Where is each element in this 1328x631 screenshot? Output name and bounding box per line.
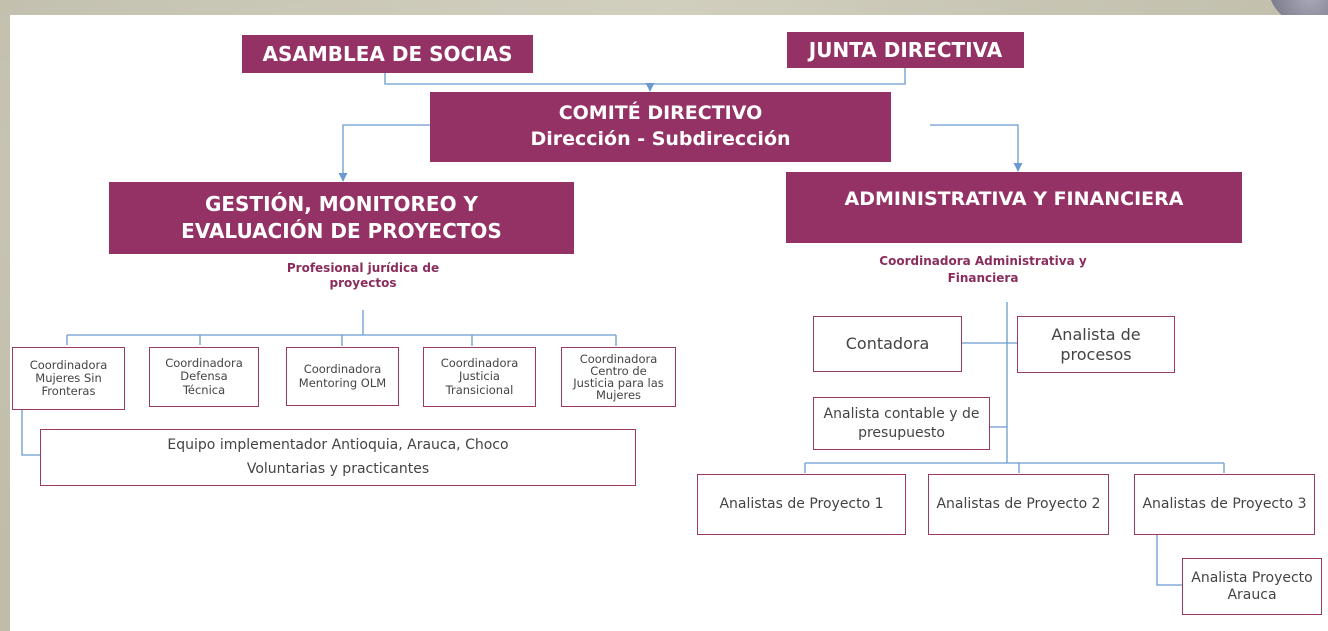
- proyecto-label: Analistas de Proyecto 2: [936, 496, 1101, 513]
- analistas-proyecto-1-box: Analistas de Proyecto 1: [697, 474, 906, 535]
- connector-team: [21, 409, 40, 456]
- profesional-line1: Profesional jurídica de: [286, 261, 440, 275]
- connector-junta: [645, 68, 906, 92]
- coordinadora-administrativa-label: Coordinadora Administrativa y Financiera: [878, 253, 1088, 287]
- coordinadora-mentoring-olm: Coordinadora Mentoring OLM: [286, 347, 399, 406]
- asamblea-de-socias-box: ASAMBLEA DE SOCIAS: [242, 35, 533, 73]
- asamblea-label: ASAMBLEA DE SOCIAS: [262, 42, 513, 66]
- gestion-title-line1: GESTIÓN, MONITOREO Y: [204, 192, 479, 216]
- connector-left-drops: [66, 335, 617, 346]
- coordinator-line: Justicia: [459, 369, 500, 384]
- administrativa-financiera-box: ADMINISTRATIVA Y FINANCIERA: [786, 172, 1242, 243]
- comite-directivo-box: COMITÉ DIRECTIVO Dirección - Subdirecció…: [430, 92, 891, 162]
- coordinadora-justicia-transicional: Coordinadora Justicia Transicional: [423, 347, 536, 407]
- connector-asamblea: [384, 73, 650, 85]
- comite-title: COMITÉ DIRECTIVO: [558, 102, 763, 125]
- coordinator-line: Mujeres Sin: [35, 370, 102, 385]
- coordinator-line: Centro de: [590, 363, 647, 378]
- analistas-proyecto-3-box: Analistas de Proyecto 3: [1134, 474, 1315, 535]
- coordinator-line: Justicia para las: [573, 376, 664, 390]
- coordinadora-defensa-tecnica: Coordinadora Defensa Técnica: [149, 347, 259, 407]
- connector-left-branch: [338, 124, 430, 182]
- coordinator-line: Fronteras: [41, 384, 96, 399]
- coordinator-line: Coordinadora: [29, 357, 108, 372]
- gestion-monitoreo-box: GESTIÓN, MONITOREO Y EVALUACIÓN DE PROYE…: [109, 182, 574, 254]
- connector-lines: [21, 68, 1225, 586]
- org-chart-canvas: ASAMBLEA DE SOCIAS JUNTA DIRECTIVA COMIT…: [10, 15, 1328, 631]
- gestion-title-line2: EVALUACIÓN DE PROYECTOS: [181, 219, 502, 243]
- analista-contable-line2: presupuesto: [858, 424, 945, 441]
- profesional-juridica-label: Profesional jurídica de proyectos: [263, 261, 463, 291]
- coordinator-line: Coordinadora: [303, 362, 382, 377]
- connector-right-drops: [804, 463, 1225, 473]
- coordinator-line: Técnica: [182, 382, 226, 397]
- coord-admin-line2: Financiera: [947, 270, 1019, 285]
- junta-directiva-box: JUNTA DIRECTIVA: [787, 32, 1024, 68]
- proyecto-label: Analistas de Proyecto 3: [1142, 496, 1307, 513]
- junta-label: JUNTA DIRECTIVA: [808, 38, 1003, 62]
- coord-admin-line1: Coordinadora Administrativa y: [879, 254, 1087, 268]
- arauca-line1: Analista Proyecto: [1191, 569, 1313, 586]
- coordinadora-centro-de-justicia: Coordinadora Centro de Justicia para las…: [561, 347, 676, 407]
- coordinator-line: Coordinadora: [440, 356, 519, 371]
- contadora-label: Contadora: [845, 333, 930, 353]
- coordinadora-mujeres-sin-fronteras: Coordinadora Mujeres Sin Fronteras: [12, 347, 125, 410]
- team-line2: Voluntarias y practicantes: [246, 460, 430, 477]
- analistas-proyecto-2-box: Analistas de Proyecto 2: [928, 474, 1109, 535]
- connector-right-branch: [930, 124, 1023, 172]
- coordinator-line: Mentoring OLM: [298, 375, 387, 390]
- equipo-implementador-box: Equipo implementador Antioquia, Arauca, …: [40, 429, 636, 486]
- arauca-line2: Arauca: [1227, 586, 1277, 603]
- proyecto-label: Analistas de Proyecto 1: [719, 496, 884, 513]
- profesional-line2: proyectos: [329, 276, 397, 290]
- analista-procesos-line1: Analista de: [1051, 325, 1141, 345]
- administrativa-title: ADMINISTRATIVA Y FINANCIERA: [844, 188, 1184, 210]
- analista-procesos-line2: procesos: [1060, 344, 1132, 364]
- analista-proyecto-arauca-box: Analista Proyecto Arauca: [1182, 558, 1322, 615]
- comite-subtitle: Dirección - Subdirección: [530, 128, 791, 150]
- coordinator-line: Coordinadora: [165, 356, 243, 371]
- analista-contable-line1: Analista contable y de: [823, 406, 980, 423]
- coordinator-line: Mujeres: [595, 388, 642, 403]
- contadora-box: Contadora: [813, 316, 962, 372]
- coordinator-line: Defensa: [180, 369, 228, 384]
- connector-arauca: [1156, 535, 1182, 586]
- coordinator-line: Transicional: [445, 382, 514, 397]
- coordinator-line: Coordinadora: [579, 351, 658, 366]
- analista-procesos-box: Analista de procesos: [1017, 316, 1175, 373]
- analista-contable-box: Analista contable y de presupuesto: [813, 397, 990, 450]
- team-line1: Equipo implementador Antioquia, Arauca, …: [167, 436, 509, 453]
